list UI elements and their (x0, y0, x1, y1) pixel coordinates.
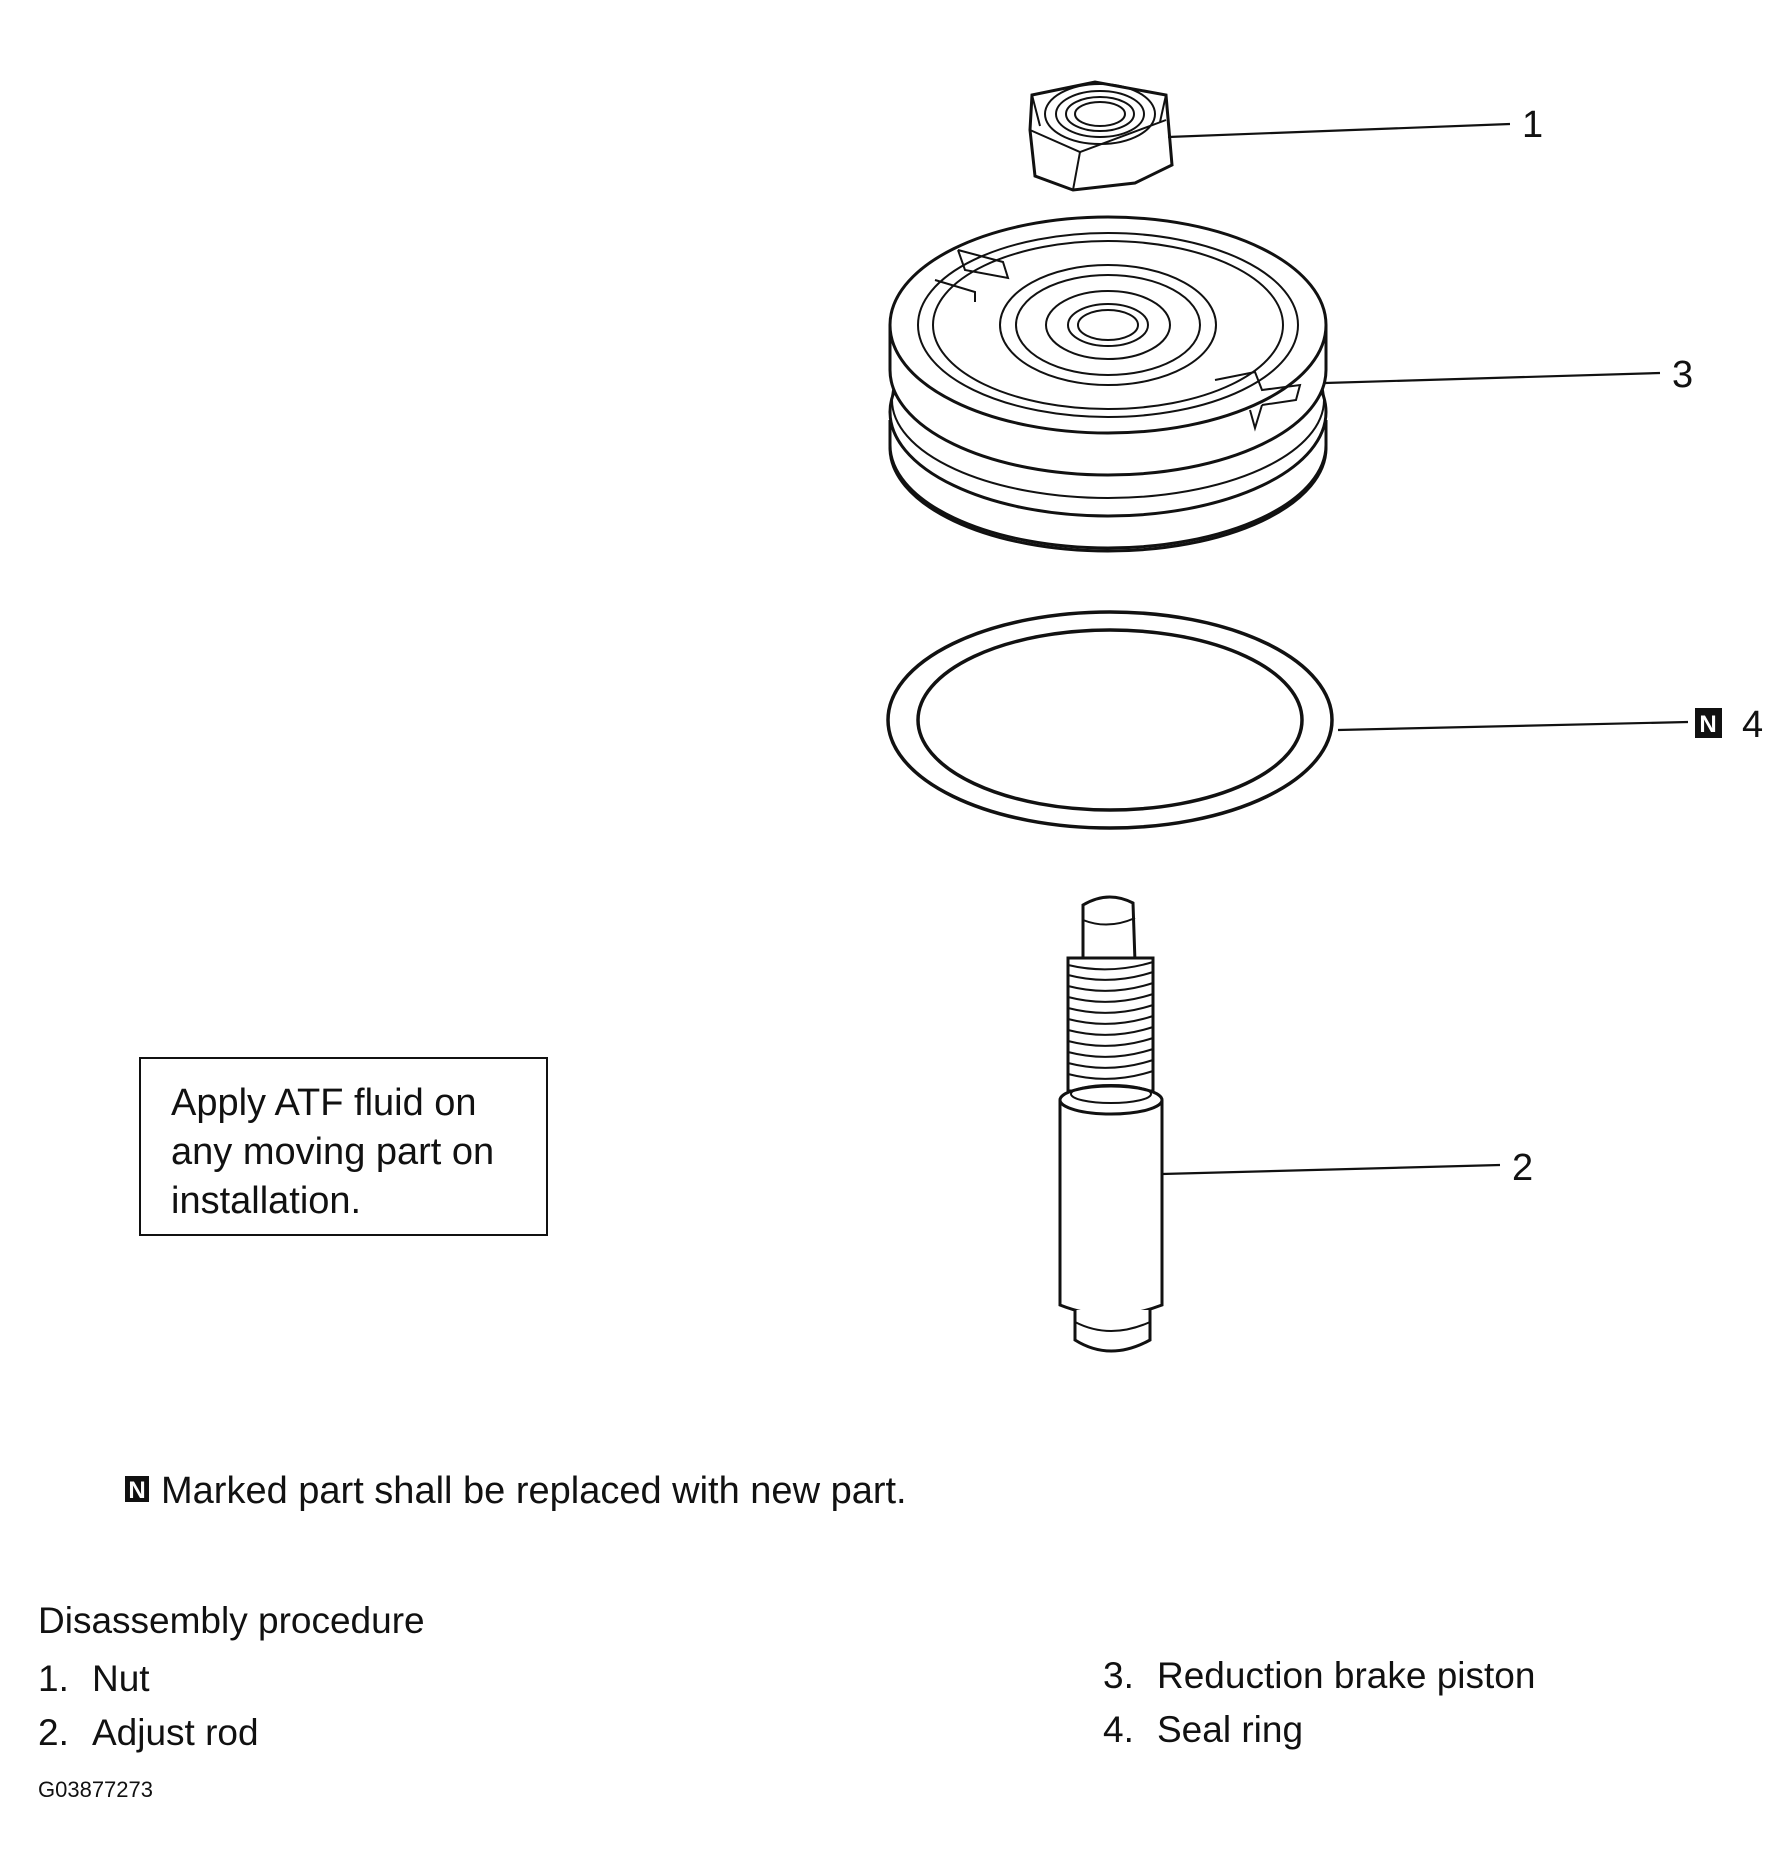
procedure-item-number: 1. (38, 1658, 69, 1699)
figure-id: G03877273 (38, 1777, 153, 1802)
note-line-1: Apply ATF fluid on (171, 1082, 477, 1124)
new-part-legend: N Marked part shall be replaced with new … (125, 1470, 907, 1513)
note-line-3: installation. (171, 1180, 362, 1222)
seal-ring-part (886, 610, 1334, 830)
atf-fluid-note-box: Apply ATF fluid on any moving part on in… (139, 1057, 548, 1236)
callout-1: 1 (1522, 104, 1543, 146)
new-part-marker-icon: N (125, 1475, 149, 1503)
procedure-item-4: 4. Seal ring (1103, 1709, 1303, 1751)
procedure-item-2: 2. Adjust rod (38, 1712, 259, 1754)
adjust-rod-part (1058, 895, 1164, 1353)
new-part-marker-letter: N (1699, 711, 1716, 738)
callout-2: 2 (1512, 1147, 1533, 1189)
procedure-item-number: 4. (1103, 1709, 1134, 1750)
procedure-item-label: Seal ring (1157, 1709, 1304, 1750)
leader-line-3 (1324, 371, 1661, 385)
procedure-item-label: Nut (92, 1658, 150, 1699)
procedure-item-label: Adjust rod (92, 1712, 259, 1753)
thread-lines (1067, 961, 1154, 1080)
leader-line-2 (1161, 1163, 1501, 1176)
leader-line-4 (1337, 720, 1689, 732)
procedure-item-3: 3. Reduction brake piston (1103, 1655, 1535, 1697)
callout-3: 3 (1672, 354, 1693, 396)
procedure-item-number: 3. (1103, 1655, 1134, 1696)
procedure-title: Disassembly procedure (38, 1600, 425, 1641)
legend-text: Marked part shall be replaced with new p… (161, 1470, 907, 1512)
new-part-marker-badge: N (1695, 708, 1722, 738)
reduction-brake-piston-part (888, 215, 1328, 553)
procedure-item-label: Reduction brake piston (1157, 1655, 1536, 1696)
leader-line-1 (1167, 122, 1511, 139)
note-line-2: any moving part on (171, 1131, 495, 1173)
nut-part (1028, 80, 1174, 192)
procedure-item-1: 1. Nut (38, 1658, 150, 1700)
callout-4: 4 (1742, 704, 1763, 746)
procedure-item-number: 2. (38, 1712, 69, 1753)
